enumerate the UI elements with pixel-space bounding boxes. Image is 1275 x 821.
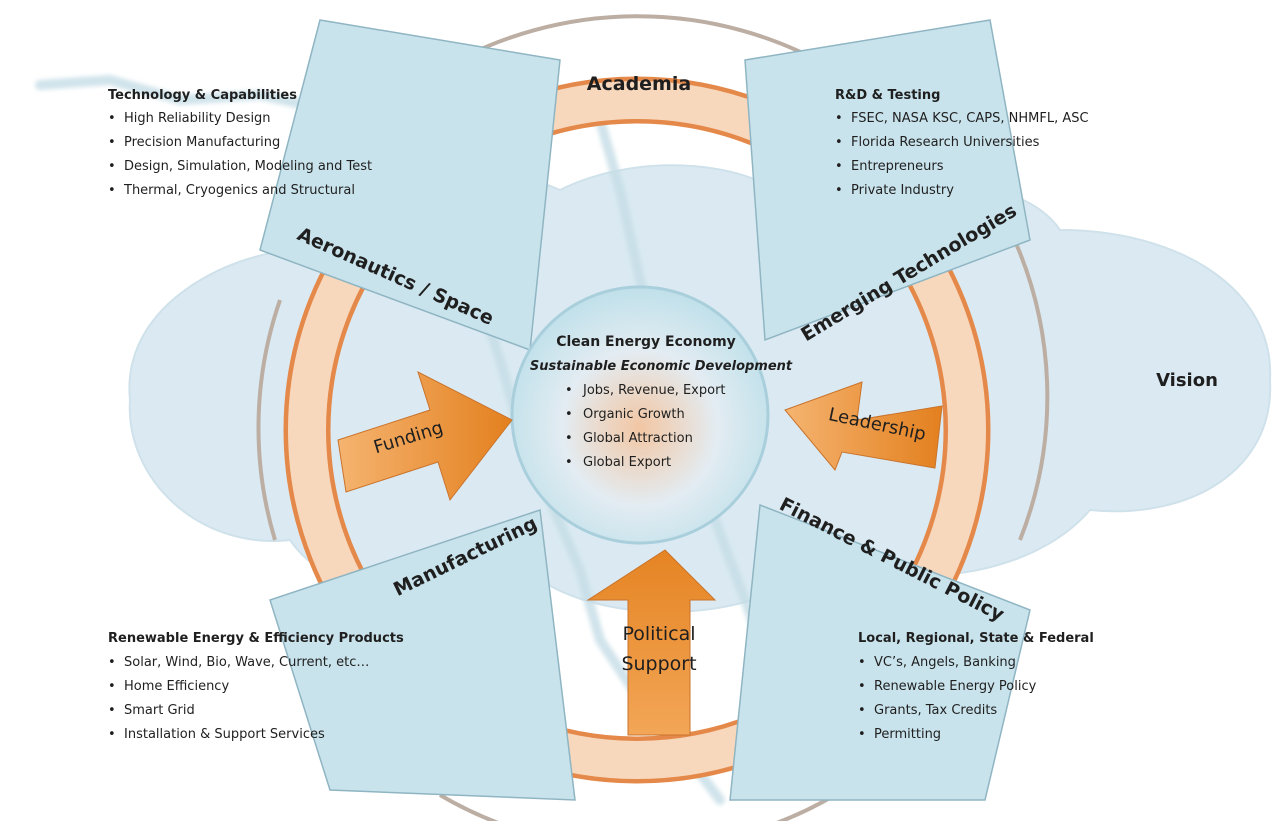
bullet: • [108,183,116,198]
panel-item: Permitting [874,727,941,742]
center-item: Jobs, Revenue, Export [582,383,726,398]
panel-title: Local, Regional, State & Federal [858,631,1094,646]
leadership-arrow [784,381,943,471]
panel-item: Home Efficiency [124,679,229,694]
tech-capabilities-panel: Technology & Capabilities • High Reliabi… [108,88,372,198]
center-circle [510,285,770,545]
center-item: Organic Growth [583,407,685,422]
bullet: • [858,703,866,718]
panel-item: Precision Manufacturing [124,135,280,150]
bullet: • [108,703,116,718]
vision-label: Vision [1156,370,1218,391]
panel-item: Florida Research Universities [851,135,1040,150]
bullet: • [835,183,843,198]
bullet: • [835,159,843,174]
academia-label: Academia [587,73,691,95]
orange-ring [283,76,991,784]
panel-item: Renewable Energy Policy [874,679,1037,694]
renewable-energy-panel: Renewable Energy & Efficiency Products •… [108,631,404,742]
panel-item: Private Industry [851,183,954,198]
bullet: • [108,679,116,694]
center-list: • Jobs, Revenue, Export • Organic Growth… [565,383,726,470]
center-bullet: • [565,431,573,446]
bullet: • [108,159,116,174]
political-support-label-line2: Support [621,653,696,675]
center-bullet: • [565,383,573,398]
panel-title: Technology & Capabilities [108,88,297,103]
panel-item: Design, Simulation, Modeling and Test [124,159,372,174]
bullet: • [835,135,843,150]
funding-arrow [337,371,513,502]
rnd-testing-panel: R&D & Testing • FSEC, NASA KSC, CAPS, NH… [835,88,1089,198]
panel-item: Installation & Support Services [124,727,325,742]
bullet: • [108,727,116,742]
bullet: • [108,655,116,670]
panel-item: High Reliability Design [124,111,271,126]
political-support-label-line1: Political [622,623,695,645]
wedge-manufacturing [269,508,576,801]
panel-title: R&D & Testing [835,88,940,103]
bullet: • [858,655,866,670]
wedge-finance [729,503,1031,801]
bullet: • [835,111,843,126]
bullet: • [858,727,866,742]
political-support-arrow [586,549,717,736]
panel-item: Grants, Tax Credits [874,703,997,718]
panel-title: Renewable Energy & Efficiency Products [108,631,404,646]
center-item: Global Export [583,455,671,470]
bullet: • [108,135,116,150]
center-bullet: • [565,455,573,470]
wedge-emerging [744,19,1031,342]
center-item: Global Attraction [583,431,693,446]
panel-item: Thermal, Cryogenics and Structural [123,183,355,198]
panel-item: FSEC, NASA KSC, CAPS, NHMFL, ASC [851,111,1089,126]
center-subtitle: Sustainable Economic Development [530,359,793,374]
bullet: • [858,679,866,694]
panel-item: Solar, Wind, Bio, Wave, Current, etc… [124,655,369,670]
policy-panel: Local, Regional, State & Federal • VC’s,… [858,631,1094,742]
center-bullet: • [565,407,573,422]
bullet: • [108,111,116,126]
panel-item: VC’s, Angels, Banking [874,655,1016,670]
panel-item: Smart Grid [124,703,195,718]
panel-item: Entrepreneurs [851,159,944,174]
center-title: Clean Energy Economy [556,334,736,350]
